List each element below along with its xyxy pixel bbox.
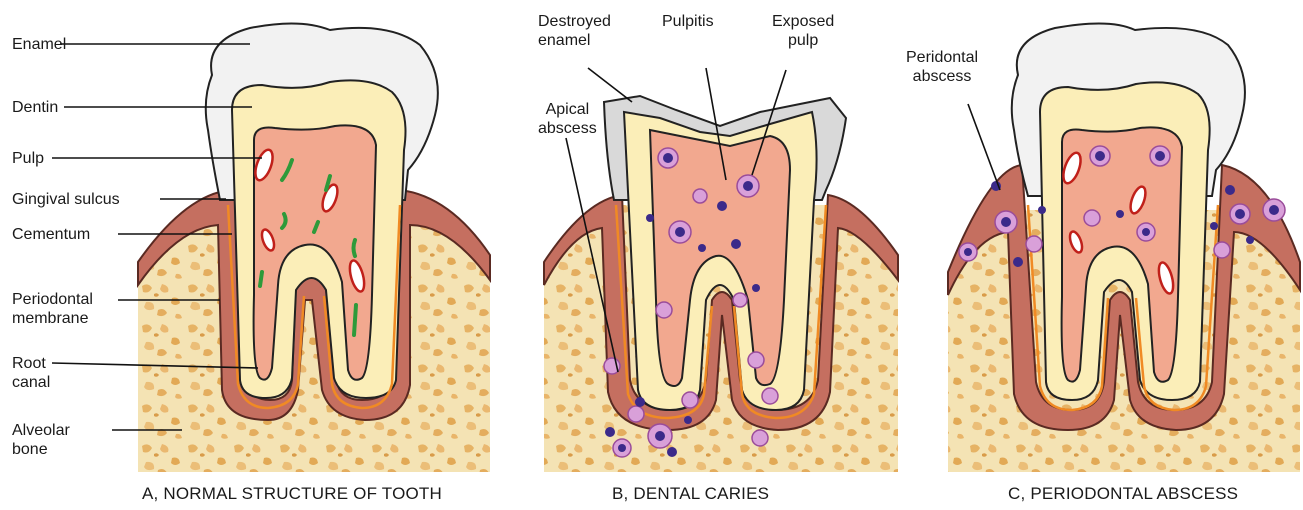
label-exposed-pulp: Exposed pulp: [772, 12, 834, 50]
label-dentin: Dentin: [12, 98, 58, 117]
label-destroyed-enamel: Destroyed enamel: [538, 12, 611, 50]
label-root-canal: Root canal: [12, 354, 50, 392]
label-enamel: Enamel: [12, 35, 66, 54]
label-pulp: Pulp: [12, 149, 44, 168]
label-periodontal-abscess: Peridontal abscess: [906, 48, 978, 86]
label-periodontal-membrane: Periodontal membrane: [12, 290, 93, 328]
panel-c-periodontal-abscess: [948, 23, 1300, 472]
panel-a-normal-tooth: [138, 23, 490, 472]
label-gingival-sulcus: Gingival sulcus: [12, 190, 120, 209]
label-alveolar-bone: Alveolar bone: [12, 421, 70, 459]
caption-panel-b: B, DENTAL CARIES: [612, 484, 769, 504]
label-apical-abscess: Apical abscess: [538, 100, 597, 138]
caption-panel-a: A, NORMAL STRUCTURE OF TOOTH: [142, 484, 442, 504]
caption-panel-c: C, PERIODONTAL ABSCESS: [1008, 484, 1238, 504]
label-pulpitis: Pulpitis: [662, 12, 714, 31]
label-cementum: Cementum: [12, 225, 90, 244]
